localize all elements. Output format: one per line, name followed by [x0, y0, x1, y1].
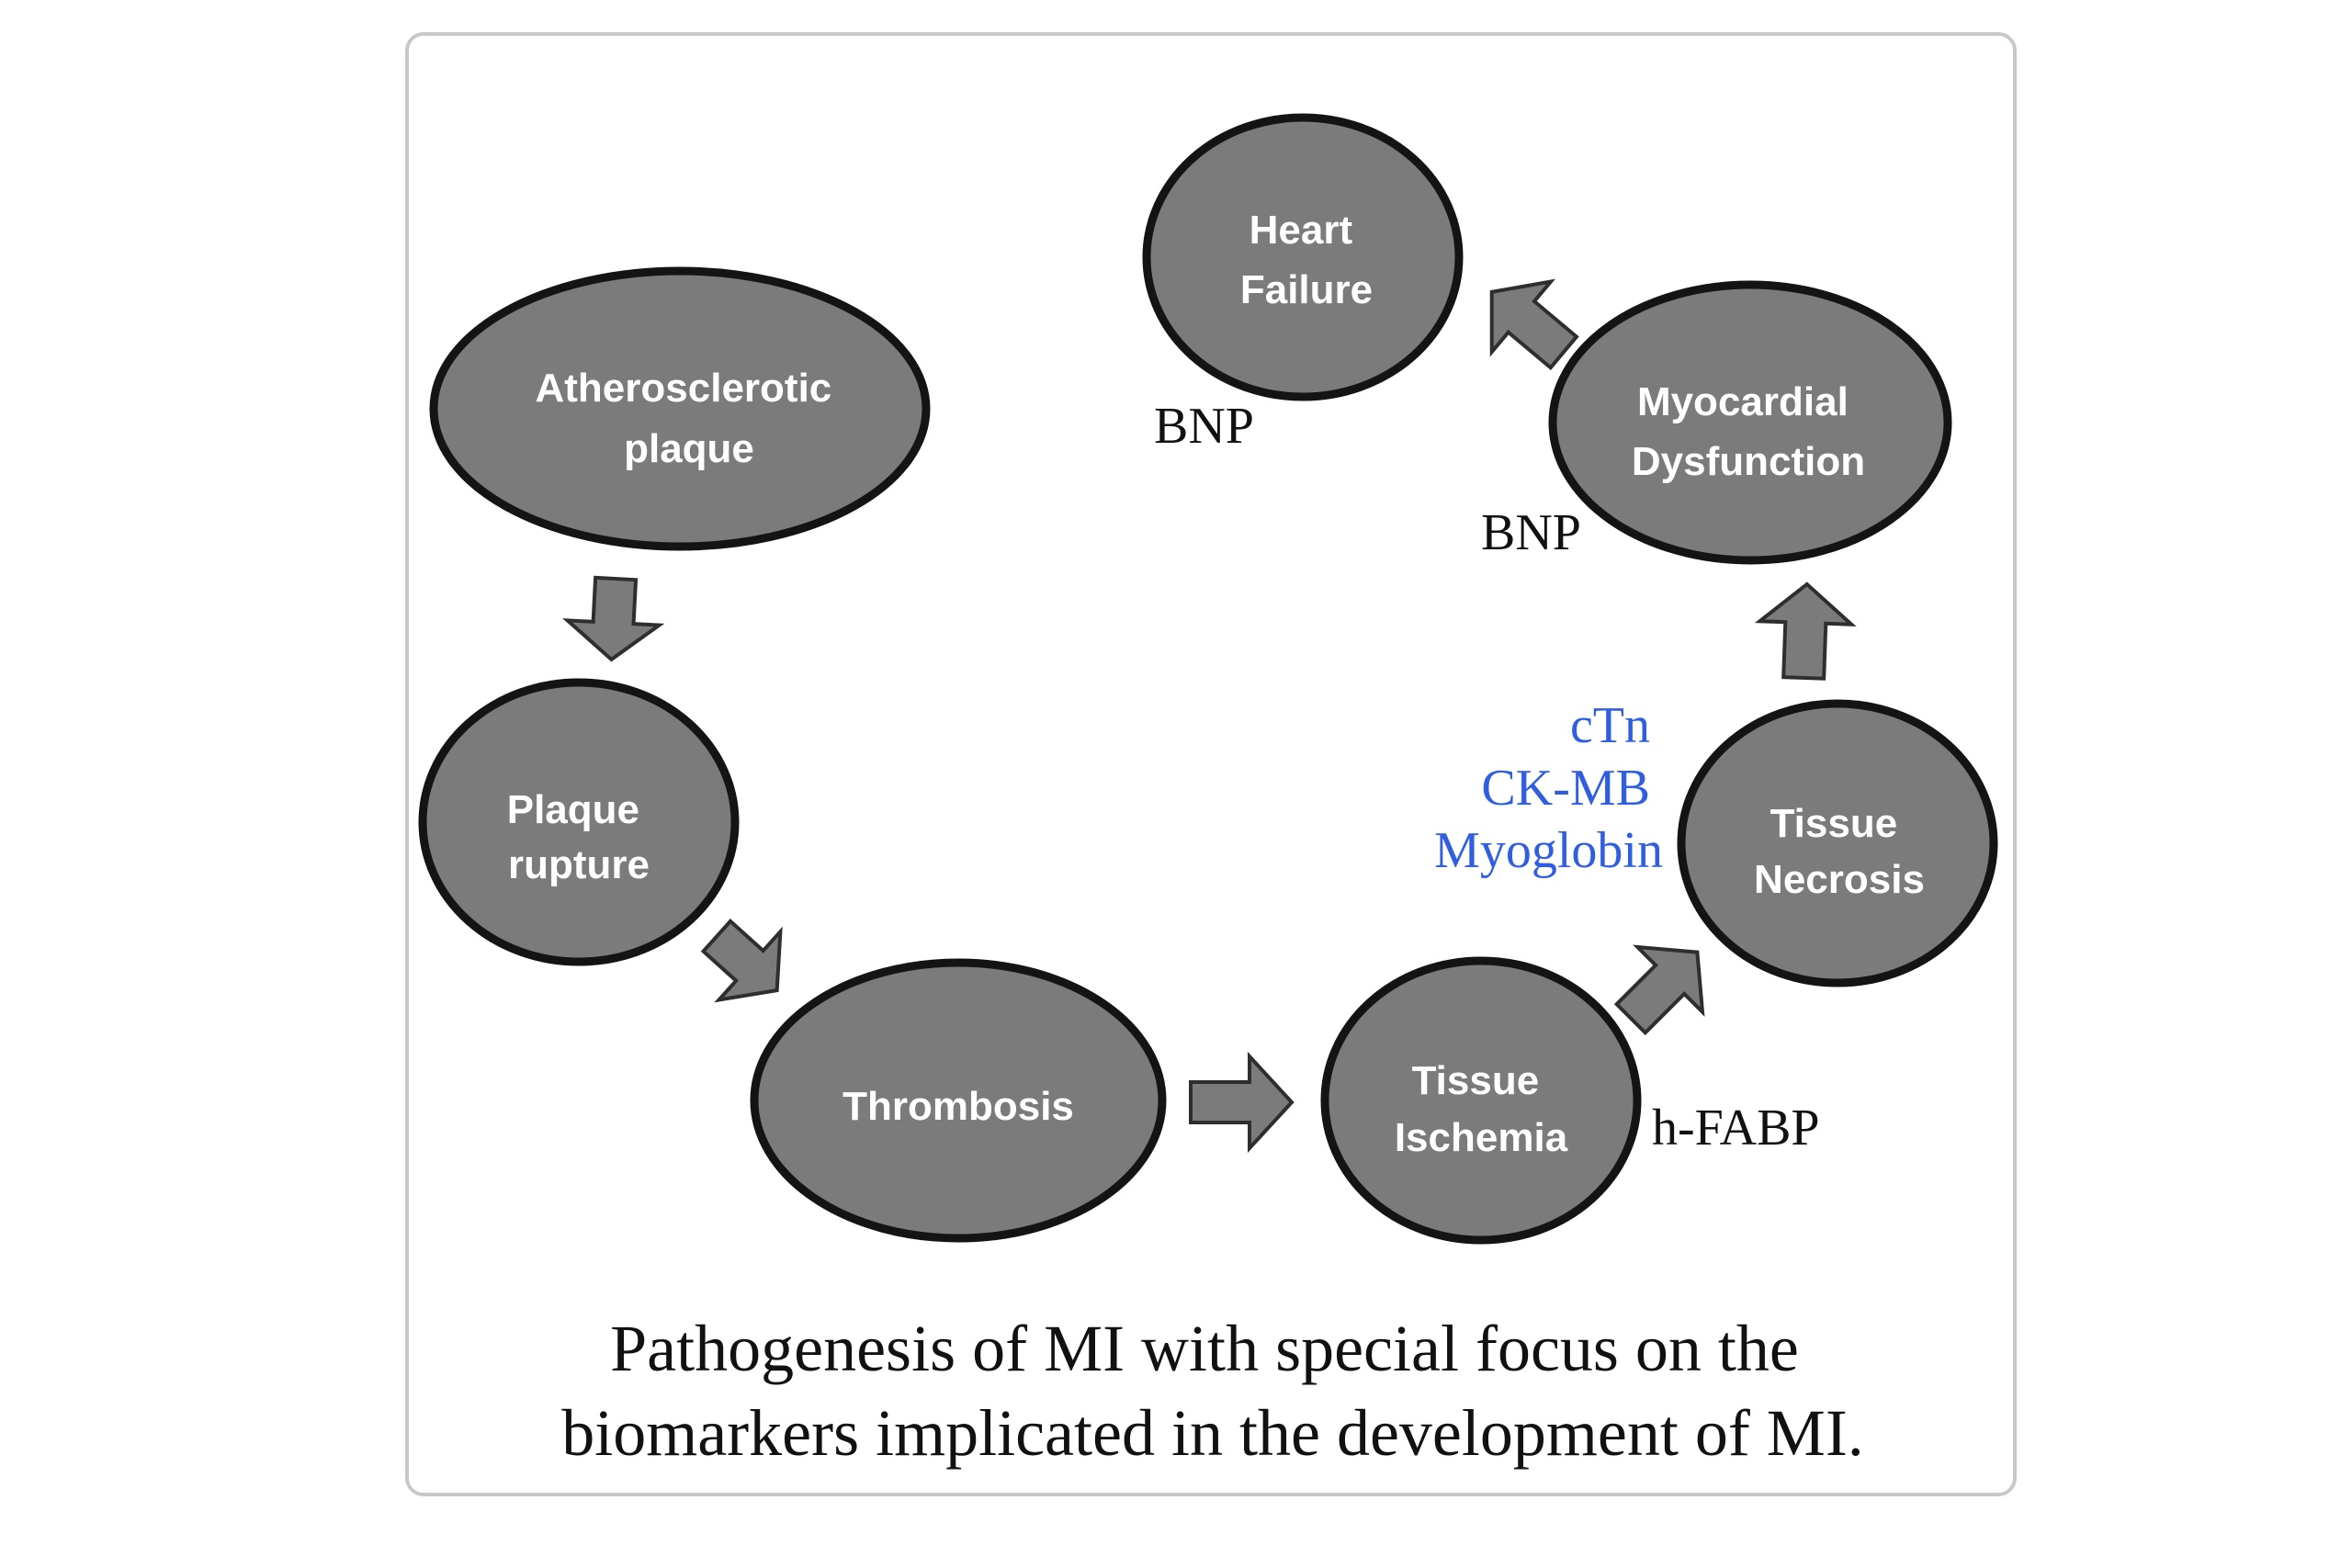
node-label-line-2: Necrosis: [1754, 857, 1925, 902]
node-thrombosis: Thrombosis: [750, 958, 1167, 1243]
biomarker-ctn: cTn: [1570, 697, 1650, 754]
arrow-thrombosis-to-ischemia: [1189, 1051, 1295, 1154]
node-atherosclerotic-plaque: Atherosclerotic plaque: [429, 266, 931, 551]
node-label-line-1: Heart: [1250, 208, 1353, 253]
biomarker-label-myocardial-dysfunction: BNP: [1481, 504, 1581, 561]
biomarker-label-tissue-ischemia: h-FABP: [1652, 1100, 1820, 1156]
svg-text:Plaque rupture: Plaque rupture: [507, 787, 651, 887]
svg-text:Atherosclerotic plaque: Atherosclerotic plaque: [536, 366, 843, 471]
svg-text:Tissue Ischemia: Tissue Ischemia: [1395, 1058, 1568, 1160]
node-label-line-2: Failure: [1240, 267, 1373, 312]
node-myocardial-dysfunction: Myocardial Dysfunction: [1548, 280, 1952, 565]
svg-text:Thrombosis: Thrombosis: [842, 1084, 1074, 1129]
svg-text:Tissue Necrosis: Tissue Necrosis: [1754, 801, 1925, 902]
caption-line-1: Pathogenesis of MI with special focus on…: [610, 1312, 1799, 1385]
svg-text:Myocardial Dysfunction: Myocardial Dysfunction: [1632, 379, 1865, 484]
arrow-rupture-to-thrombosis: [700, 919, 783, 1003]
node-label-line-1: Plaque: [507, 787, 639, 832]
figure-caption: Pathogenesis of MI with special focus on…: [561, 1312, 1864, 1470]
arrow-plaque-to-rupture: [562, 575, 665, 662]
node-label-line-2: rupture: [508, 842, 650, 887]
node-plaque-rupture: Plaque rupture: [418, 678, 740, 966]
node-label-line-1: Thrombosis: [842, 1084, 1074, 1129]
node-label-line-2: Dysfunction: [1632, 439, 1865, 484]
node-label-line-2: plaque: [624, 426, 754, 471]
biomarker-list-tissue-necrosis: cTn CK-MB Myoglobin: [1434, 697, 1663, 879]
svg-text:Heart Failure: Heart Failure: [1240, 208, 1373, 312]
biomarker-ck-mb: CK-MB: [1481, 760, 1650, 817]
biomarker-myoglobin: Myoglobin: [1434, 822, 1663, 879]
node-label-line-1: Tissue: [1770, 801, 1898, 846]
node-heart-failure: Heart Failure: [1142, 113, 1464, 401]
flow-arrows: [562, 278, 1857, 1154]
arrow-ischemia-to-necrosis: [1613, 944, 1705, 1036]
arrow-dysfunction-to-heart-failure: [1489, 278, 1579, 371]
biomarker-label-heart-failure: BNP: [1154, 398, 1254, 455]
node-tissue-ischemia: Tissue Ischemia: [1320, 956, 1642, 1245]
node-tissue-necrosis: Tissue Necrosis: [1677, 699, 1998, 987]
node-label-line-2: Ischemia: [1395, 1115, 1568, 1160]
caption-line-2: biomarkers implicated in the development…: [561, 1396, 1864, 1470]
arrow-necrosis-to-dysfunction: [1754, 581, 1857, 681]
node-label-line-1: Tissue: [1412, 1058, 1540, 1103]
node-label-line-1: Myocardial: [1637, 379, 1849, 424]
node-label-line-1: Atherosclerotic: [536, 366, 832, 411]
